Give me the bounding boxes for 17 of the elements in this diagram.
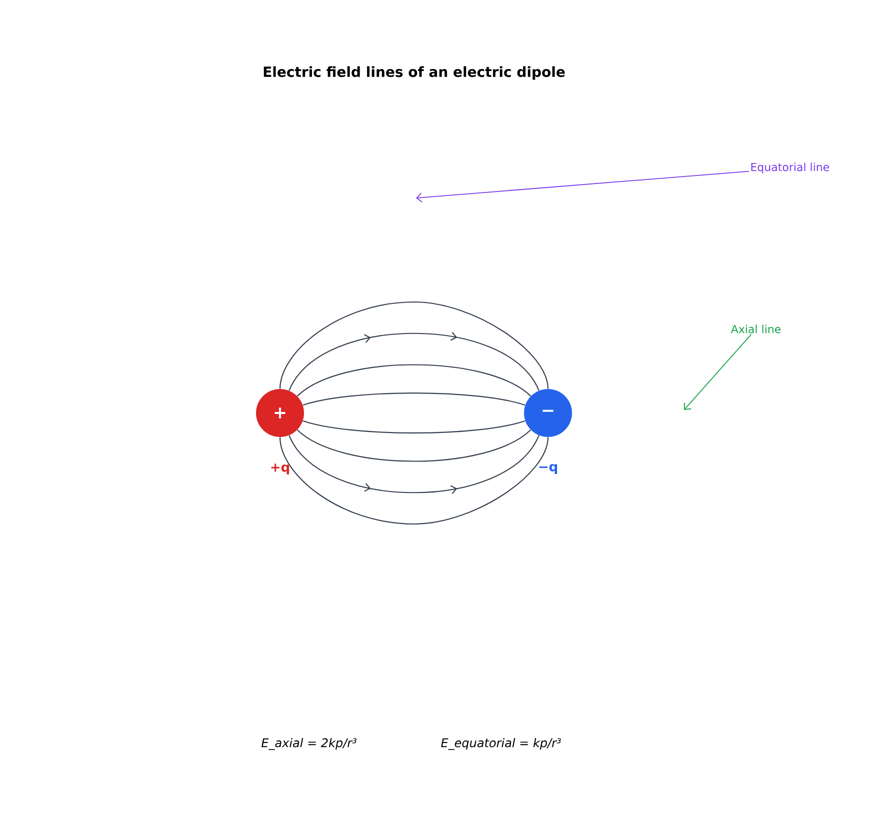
formula-text: E_axial = 2kp/r³ [261, 738, 356, 750]
charge-label: +q [268, 462, 292, 476]
field-line [288, 332, 540, 391]
charge-label: −q [536, 463, 560, 475]
field-line [296, 429, 532, 462]
field-line [288, 435, 540, 494]
annotation-text: Equatorial line [751, 162, 830, 174]
title: Electric field lines of an electric dipole [264, 66, 565, 80]
formula-text: E_equatorial = kp/r³ [441, 738, 561, 750]
leader-line [416, 170, 750, 202]
field-line [279, 437, 549, 525]
annotation-text: Axial line [730, 324, 781, 334]
field-line [296, 364, 532, 397]
field-line [302, 392, 526, 406]
field-line [279, 301, 549, 389]
field-line [302, 420, 526, 434]
leader-line [684, 334, 752, 410]
